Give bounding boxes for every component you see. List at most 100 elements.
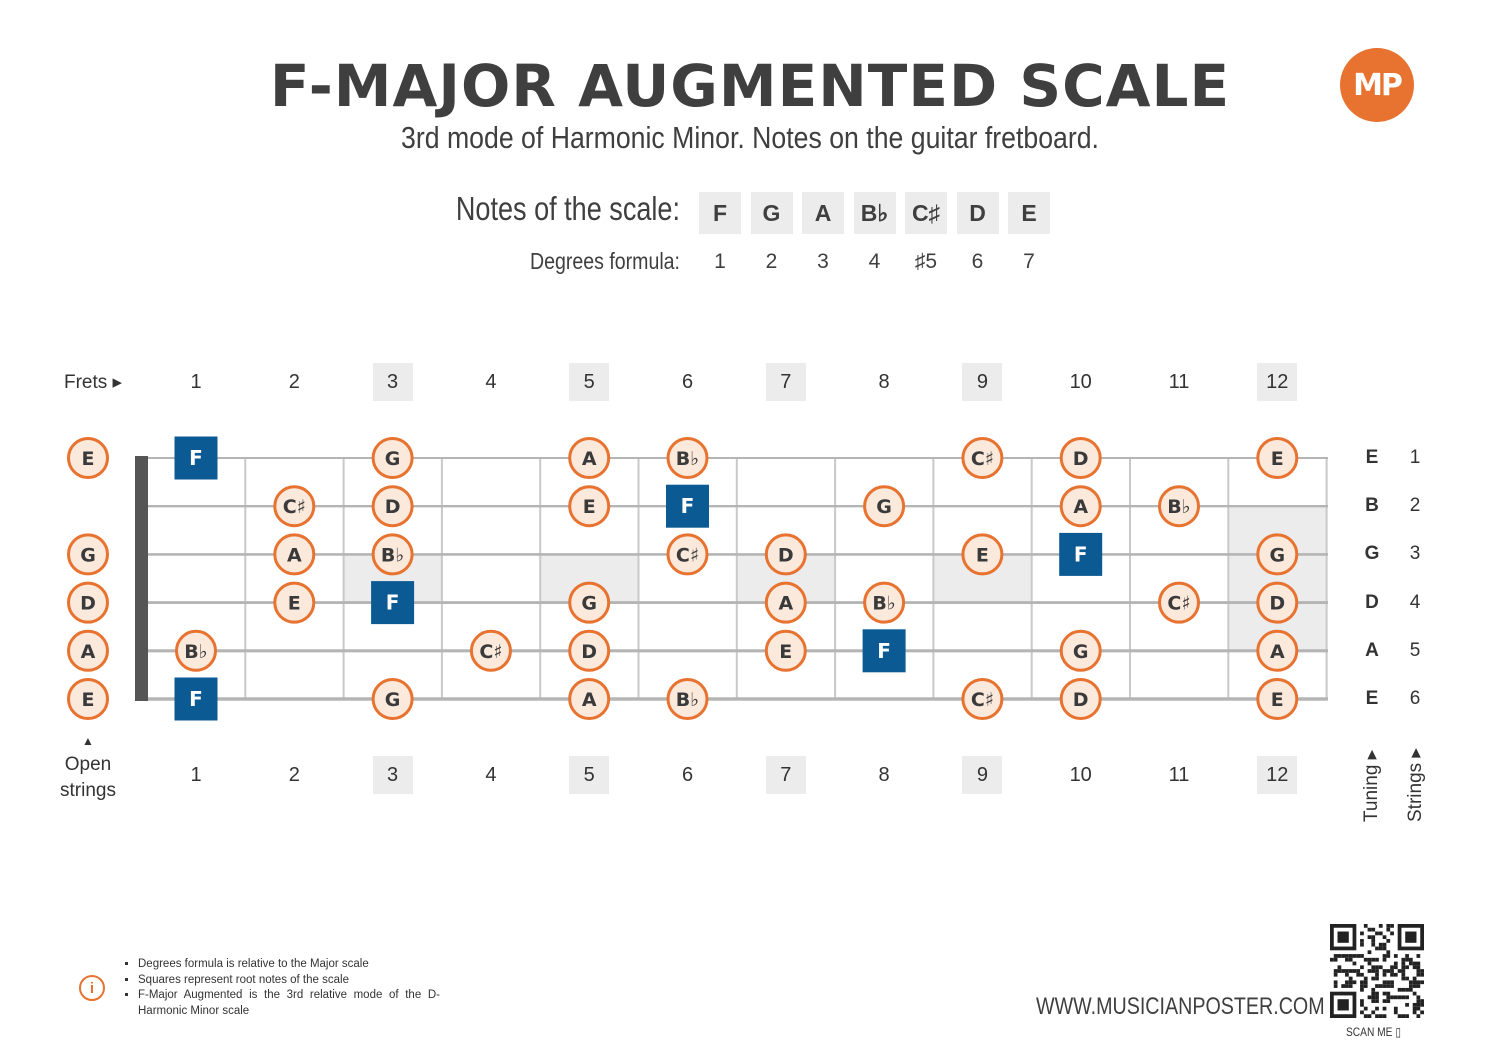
page-title: F-MAJOR AUGMENTED SCALE [269,52,1231,120]
note-circle [371,485,414,528]
open-strings-label: Open strings [58,752,118,804]
fret-number: 7 [765,756,806,794]
note-circle [67,437,109,479]
root-note-square [862,629,906,673]
scale-note-box: D [956,192,999,234]
note-label: A [582,689,597,711]
fret-number: 3 [372,363,413,401]
fret-number: 8 [878,370,890,393]
qr-code[interactable] [1330,924,1424,1018]
string-number: 4 [1409,591,1421,613]
scan-me-label: SCAN ME ▯ [1346,1025,1401,1039]
fret-number: 6 [681,763,694,786]
note-label: B♭ [1167,496,1190,518]
string-number: 1 [1409,447,1421,468]
fret-number: 2 [288,763,300,786]
note-circle [666,678,709,720]
note-circle [568,629,611,672]
note-label: E [82,448,95,470]
scale-note-box: E [1008,192,1050,234]
note-circle [1059,678,1102,720]
info-note: Squares represent root notes of the scal… [138,973,440,989]
note-circle [469,629,512,672]
scale-degree: ♯5 [914,250,938,273]
note-label: A [81,641,96,663]
note-circle [764,533,807,576]
tuning-note: E [1365,688,1379,709]
note-circle [568,581,611,624]
note-circle [666,437,709,479]
note-circle [67,678,109,720]
info-note: Degrees formula is relative to the Major… [138,957,440,973]
root-note-square [174,436,218,480]
note-circle [1059,437,1102,479]
note-circle [273,581,316,624]
note-circle [1059,485,1102,528]
fret-number: 9 [962,756,1003,794]
note-label: D [1073,448,1089,470]
fret-number: 11 [1168,370,1190,393]
note-circle [568,678,611,720]
tuning-note: A [1365,639,1379,661]
fret-number: 5 [569,756,610,794]
fret-number: 10 [1069,763,1092,786]
info-notes: Degrees formula is relative to the Major… [118,957,440,1019]
website-link[interactable]: WWW.MUSICIANPOSTER.COM [1036,993,1325,1020]
scale-degree: 2 [765,250,778,273]
note-circle [568,437,611,479]
fret-number: 11 [1168,763,1190,786]
note-label: C♯ [1167,593,1190,615]
note-circle [371,437,414,479]
scale-degree: 6 [971,250,984,273]
note-circle [1158,485,1200,528]
fret-number: 1 [190,763,202,786]
note-label: G [80,544,96,566]
note-circle [1059,629,1102,672]
degrees-formula-label: Degrees formula: [530,248,680,274]
note-label: C♯ [676,544,699,566]
note-label: C♯ [971,689,994,711]
fret-number: 3 [372,756,413,794]
root-note-square [174,677,218,721]
string-number: 3 [1409,543,1421,565]
note-label: B♭ [184,641,207,663]
root-note-square [666,484,709,528]
note-label: D [778,544,794,566]
note-label: C♯ [971,448,994,470]
root-note-label: F [386,591,400,615]
note-label: E [583,496,596,518]
root-note-label: F [681,494,695,518]
fret-inlay [1228,506,1327,651]
scale-note-box: G [750,192,793,234]
note-circle [1256,581,1299,624]
fret-number: 9 [962,363,1003,401]
note-circle [67,533,109,576]
note-label: B♭ [872,593,895,615]
note-circle [1158,581,1200,624]
scale-note-box: B♭ [853,192,896,234]
note-label: C♯ [479,641,502,663]
note-circle [371,533,414,576]
tuning-label: Tuning ▸ [1361,749,1382,822]
root-note-label: F [189,446,203,470]
string-number: 6 [1409,688,1421,709]
note-label: D [1073,689,1089,711]
tuning-note: E [1365,447,1379,468]
fret-number: 2 [288,370,300,393]
note-label: A [287,544,302,566]
note-label: D [80,593,96,615]
note-label: E [976,544,989,566]
note-label: B♭ [676,448,699,470]
phone-icon: ▯ [1395,1025,1401,1039]
note-label: G [581,593,597,615]
fret-number: 12 [1257,363,1298,401]
note-circle [863,485,906,528]
note-circle [568,485,611,528]
notes-of-scale-label: Notes of the scale: [455,190,680,227]
note-circle [371,678,414,720]
brand-logo[interactable]: MP [1340,48,1414,122]
open-strings-arrow-icon: ▲ [82,734,94,748]
root-note-square [371,581,415,625]
note-circle [1256,629,1299,672]
